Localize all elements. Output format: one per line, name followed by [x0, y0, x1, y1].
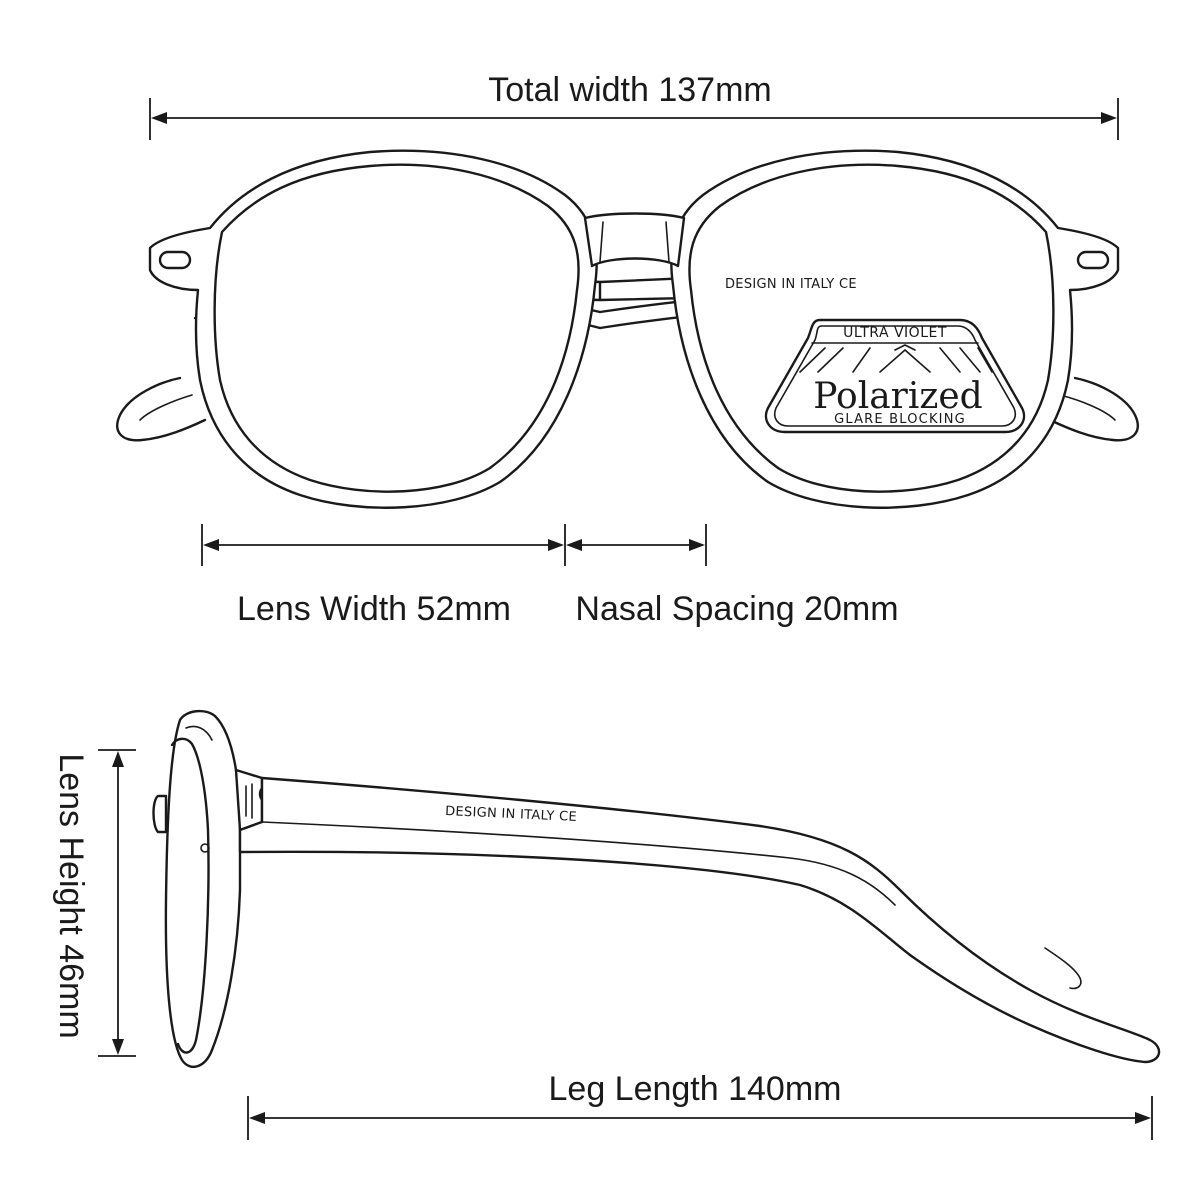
total-width-dimension: Total width 137mm — [149, 71, 1119, 140]
arrow-down-icon — [112, 1039, 124, 1055]
front-temple-text: DESIGN IN ITALY CE — [725, 277, 857, 292]
leg-length-dimension: Leg Length 140mm — [247, 1070, 1153, 1140]
arrow-right-icon — [689, 539, 705, 551]
right-hinge-rivet — [1076, 250, 1110, 270]
leg-length-label: Leg Length 140mm — [549, 1070, 842, 1108]
left-lens — [148, 149, 598, 509]
badge-main-text: Polarized — [813, 376, 982, 417]
badge-top-text: ULTRA VIOLET — [843, 325, 947, 341]
nasal-spacing-dimension: Nasal Spacing 20mm — [566, 524, 899, 628]
arrow-up-icon — [112, 751, 124, 767]
nose-bridge — [583, 212, 686, 268]
arrow-right-icon — [1135, 1112, 1151, 1124]
side-hinge-screw — [200, 843, 210, 853]
side-temple-text: DESIGN IN ITALY CE — [445, 804, 577, 825]
badge-sub-text: GLARE BLOCKING — [834, 412, 966, 427]
arrow-left-icon — [203, 539, 219, 551]
lens-width-label: Lens Width 52mm — [237, 590, 511, 628]
polarized-badge: ULTRA VIOLET Polarized GLARE BLOCKING — [764, 318, 1026, 434]
lens-height-dimension: Lens Height 46mm — [52, 749, 136, 1057]
sun-rays-icon — [799, 344, 993, 373]
glasses-side-view: DESIGN IN ITALY CE — [152, 709, 1161, 1069]
arrow-left-icon — [151, 112, 167, 124]
lens-width-dimension: Lens Width 52mm — [201, 524, 566, 628]
arrow-right-icon — [548, 539, 564, 551]
arrow-left-icon — [566, 539, 582, 551]
arrow-left-icon — [249, 1112, 265, 1124]
nasal-spacing-label: Nasal Spacing 20mm — [575, 590, 898, 628]
total-width-label: Total width 137mm — [488, 71, 771, 109]
arrow-right-icon — [1101, 112, 1117, 124]
lens-height-label: Lens Height 46mm — [52, 753, 90, 1038]
glasses-front-view: DESIGN IN ITALY CE — [116, 149, 1139, 509]
left-hinge-rivet — [158, 250, 192, 270]
